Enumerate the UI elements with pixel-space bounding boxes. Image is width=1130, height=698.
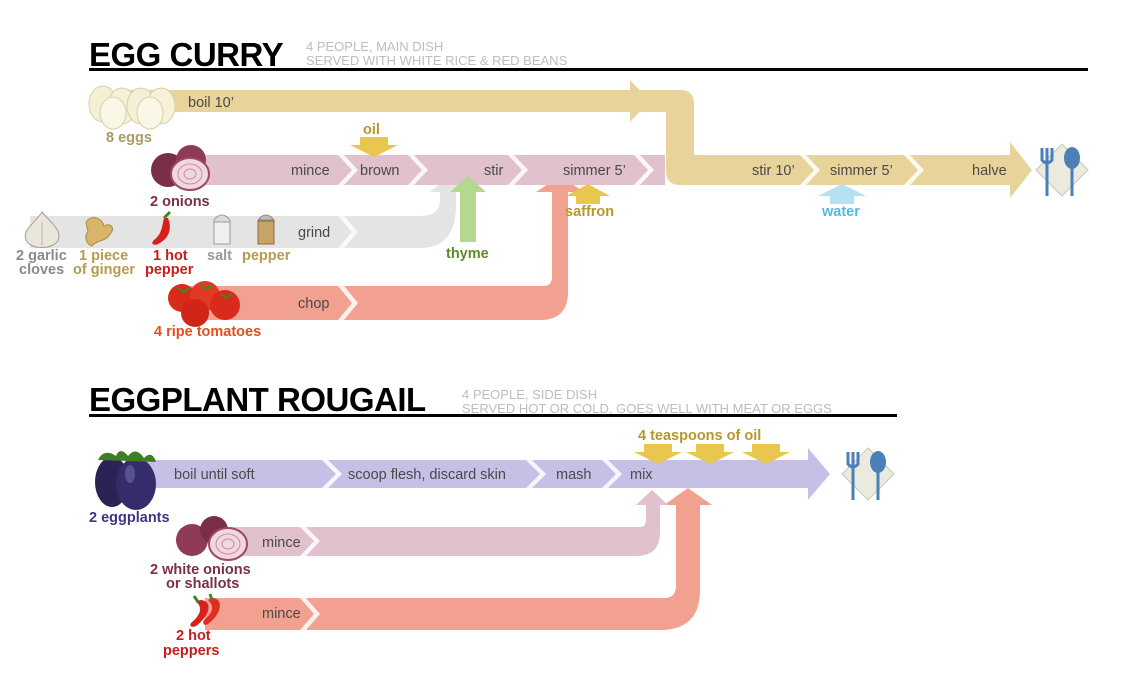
step-label: mix	[630, 467, 653, 483]
step-label: simmer 5’	[830, 163, 893, 179]
step-label: mince	[262, 606, 301, 622]
spice-flow	[30, 176, 466, 248]
addition-label: water	[821, 204, 860, 220]
addition-label: oil	[363, 122, 380, 138]
ingredient-label: peppers	[163, 643, 219, 659]
water-arrow	[818, 184, 866, 204]
recipe-title: EGG CURRY	[89, 36, 284, 73]
step-label: brown	[360, 163, 400, 179]
saffron-arrow	[566, 184, 610, 204]
oil-arrow	[686, 444, 734, 464]
step-label: boil until soft	[174, 467, 255, 483]
place-setting-icon	[1035, 143, 1089, 197]
step-label: scoop flesh, discard skin	[348, 467, 506, 483]
pepper-shaker-icon	[256, 214, 276, 245]
oil-arrow	[350, 137, 398, 157]
onion-icon	[151, 145, 210, 191]
ingredient-label: salt	[207, 248, 232, 264]
ingredient-label: 2 eggplants	[89, 510, 170, 526]
recipe-subtitle: 4 PEOPLE, SIDE DISH	[462, 387, 597, 402]
chili-pepper-icon	[152, 210, 172, 245]
egg-curry-section: EGG CURRY 4 PEOPLE, MAIN DISH SERVED WIT…	[16, 36, 1089, 340]
ingredient-label: 2 garlic	[16, 248, 67, 264]
step-label: grind	[298, 225, 330, 241]
ingredient-label: 2 hot	[176, 628, 211, 644]
addition-label: thyme	[446, 246, 489, 262]
recipe-title: EGGPLANT ROUGAIL	[89, 381, 426, 418]
pepper-flow	[205, 488, 712, 630]
step-separators	[338, 155, 924, 320]
ingredient-label: cloves	[19, 262, 64, 278]
title-underline	[89, 68, 1088, 71]
egg-flow	[120, 80, 650, 122]
onion-flow	[225, 490, 668, 556]
garlic-icon	[24, 211, 60, 248]
ginger-icon	[85, 217, 113, 247]
ingredient-label: 1 hot	[153, 248, 188, 264]
step-label: chop	[298, 296, 329, 312]
addition-label: 4 teaspoons of oil	[638, 428, 761, 444]
egg-flow-merged	[640, 90, 1032, 198]
ingredient-label: 1 piece	[79, 248, 128, 264]
step-label: boil 10’	[188, 95, 234, 111]
step-separators	[300, 460, 622, 630]
ingredient-label: pepper	[242, 248, 291, 264]
eggs-icon	[88, 85, 176, 130]
oil-arrow	[742, 444, 790, 464]
addition-label: saffron	[565, 204, 614, 220]
eggplant-rougail-section: EGGPLANT ROUGAIL 4 PEOPLE, SIDE DISH SER…	[89, 381, 897, 659]
recipe-subtitle: SERVED WITH WHITE RICE & RED BEANS	[306, 53, 568, 68]
chili-pepper-icon	[190, 593, 220, 627]
step-label: halve	[972, 163, 1007, 179]
step-label: simmer 5’	[563, 163, 626, 179]
ingredient-label: or shallots	[166, 576, 239, 592]
thyme-arrow	[450, 176, 486, 242]
step-label: mince	[262, 535, 301, 551]
step-label: stir 10’	[752, 163, 795, 179]
recipe-subtitle: SERVED HOT OR COLD, GOES WELL WITH MEAT …	[462, 401, 832, 416]
tomatoes-icon	[168, 281, 240, 327]
ingredient-label: of ginger	[73, 262, 135, 278]
step-label: mash	[556, 467, 591, 483]
ingredient-label: 2 onions	[150, 194, 210, 210]
ingredient-label: 8 eggs	[106, 130, 152, 146]
ingredient-label: pepper	[145, 262, 194, 278]
eggplant-icon	[95, 451, 156, 510]
ingredient-label: 2 white onions	[150, 562, 251, 578]
ingredient-label: 4 ripe tomatoes	[154, 324, 261, 340]
step-label: stir	[484, 163, 504, 179]
title-underline	[89, 414, 897, 417]
step-label: mince	[291, 163, 330, 179]
recipe-subtitle: 4 PEOPLE, MAIN DISH	[306, 39, 443, 54]
onion-icon	[176, 516, 248, 561]
oil-arrow	[634, 444, 682, 464]
salt-shaker-icon	[213, 214, 231, 245]
place-setting-icon	[841, 447, 895, 501]
